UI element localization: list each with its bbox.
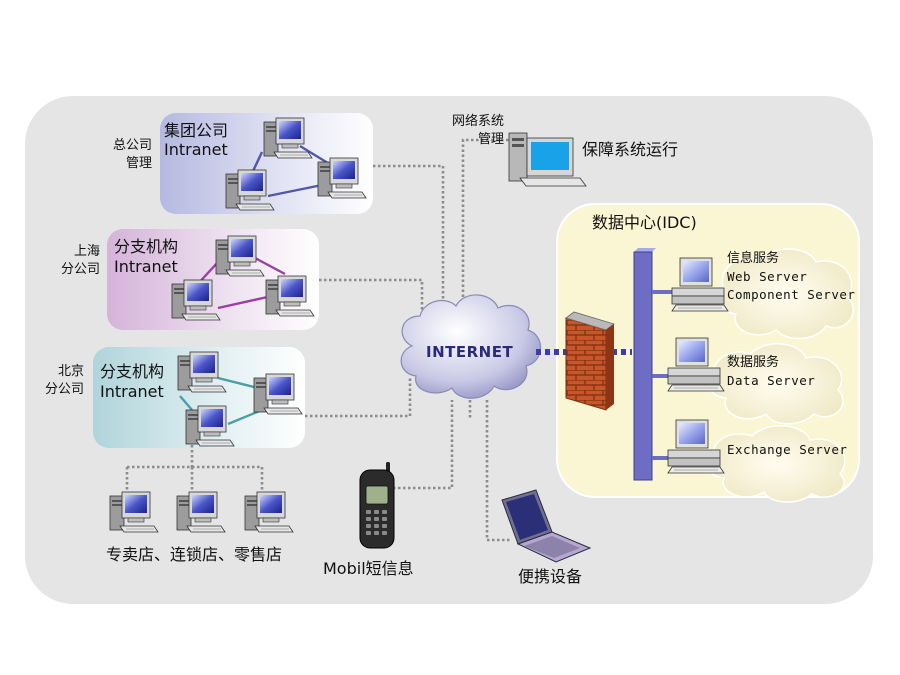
server-clouds <box>709 248 854 503</box>
laptop <box>501 489 592 563</box>
web-server-label: 信息服务 Web Server Component Server <box>727 251 856 302</box>
internet-label: INTERNET <box>426 343 514 361</box>
shanghai-side-label: 上海分公司 <box>60 244 100 277</box>
mobile-label: Mobil短信息 <box>323 559 414 578</box>
beijing-panel <box>93 347 305 448</box>
data-server-label: 数据服务 Data Server <box>727 355 816 388</box>
internet-cloud <box>400 294 542 399</box>
management-workstation <box>508 132 587 187</box>
hq-side-label: 总公司管理 <box>112 138 152 171</box>
firewall <box>565 311 615 411</box>
exchange-server-label: Exchange Server <box>727 442 848 457</box>
network-mgmt-caption: 保障系统运行 <box>582 140 679 159</box>
network-mgmt-label: 网络系统管理 <box>451 114 504 147</box>
stores-label: 专卖店、连锁店、零售店 <box>106 545 283 564</box>
idc-title: 数据中心(IDC) <box>592 213 697 232</box>
beijing-side-label: 北京分公司 <box>44 364 84 397</box>
laptop-label: 便携设备 <box>518 567 583 586</box>
mobile-phone <box>359 462 395 549</box>
idc-bus <box>633 248 682 481</box>
